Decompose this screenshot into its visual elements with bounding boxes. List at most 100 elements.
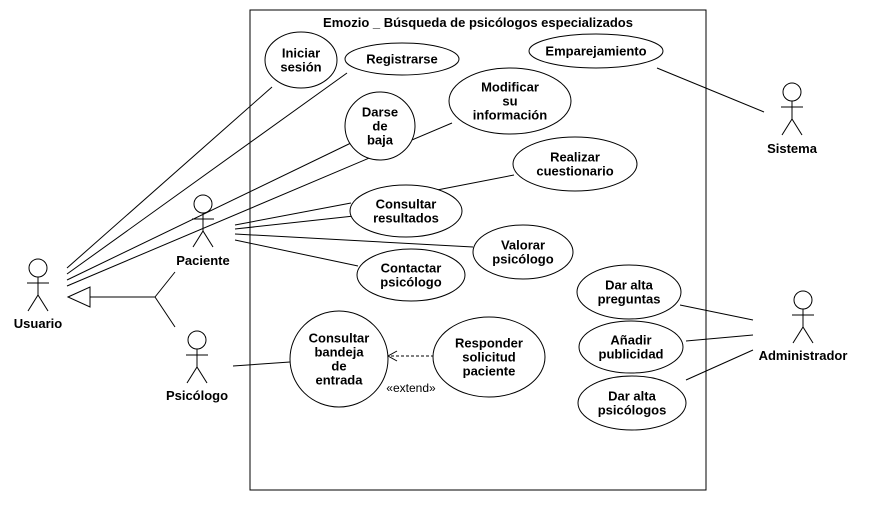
assoc-paciente-contactar-psicologo <box>234 239 359 267</box>
assoc-sistema-emparejamiento <box>656 67 765 113</box>
actor-usuario: Usuario <box>14 258 62 331</box>
use-case-ellipse <box>578 320 684 374</box>
use-case-ellipse <box>577 375 687 431</box>
use-case-ellipse <box>289 310 389 408</box>
use-case-label: entrada <box>316 373 364 388</box>
use-case-ellipse <box>356 248 466 302</box>
use-case-label: psicólogos <box>598 403 667 418</box>
actor-leg-right <box>202 230 214 248</box>
actor-label: Sistema <box>767 141 818 156</box>
use-case-label: bandeja <box>314 345 364 360</box>
use-case-label: Dar alta <box>605 278 653 293</box>
use-case-label: solicitud <box>462 350 516 365</box>
assoc-usuario-darse-de-baja <box>66 141 354 281</box>
use-case-label: Consultar <box>376 197 437 212</box>
use-case-label: cuestionario <box>536 164 613 179</box>
assoc-admin-anadir-publicidad <box>685 334 754 342</box>
use-case-label: Darse <box>362 105 398 120</box>
assoc-usuario-iniciar-sesion <box>66 86 273 269</box>
use-case-label: preguntas <box>598 292 661 307</box>
actor-leg-right <box>791 118 803 136</box>
actor-label: Administrador <box>759 348 848 363</box>
actor-sistema: Sistema <box>767 82 818 156</box>
system-title: Emozio _ Búsqueda de psicólogos especial… <box>323 15 633 30</box>
actor-leg-left <box>192 230 204 248</box>
use-case-label: psicólogo <box>380 275 441 290</box>
use-case-label: Contactar <box>381 261 442 276</box>
use-case-label: Dar alta <box>608 389 656 404</box>
actor-head <box>187 330 207 350</box>
use-case-ellipse <box>344 91 416 161</box>
gen-psicologo-branch <box>154 296 176 328</box>
use-case-label: su <box>502 94 517 109</box>
use-case-ellipse <box>344 42 460 76</box>
use-case-ellipse <box>448 67 572 135</box>
assoc-admin-dar-alta-psicologos <box>685 349 754 381</box>
use-case-label: Emparejamiento <box>545 44 646 59</box>
use-case-label: publicidad <box>599 347 664 362</box>
assoc-usuario-registrarse <box>66 72 348 275</box>
link-consultar-resultados-realizar-cuestionario <box>436 174 515 191</box>
use-case-label: Realizar <box>550 150 600 165</box>
actor-label: Paciente <box>176 253 229 268</box>
use-case-ellipse <box>432 316 546 398</box>
actor-label: Psicólogo <box>166 388 228 403</box>
actor-leg-right <box>37 294 49 312</box>
actor-leg-left <box>781 118 793 136</box>
use-case-label: baja <box>367 133 394 148</box>
generalization-arrowhead <box>66 286 91 308</box>
actor-leg-left <box>186 366 198 384</box>
extend-dependency: «extend» <box>386 350 436 395</box>
assoc-paciente-consultar-resultados-a <box>234 202 352 226</box>
generalization <box>66 271 176 328</box>
use-case-label: Valorar <box>501 238 545 253</box>
use-case-label: Modificar <box>481 80 539 95</box>
use-case-ellipse <box>576 264 682 320</box>
use-case-ellipse <box>528 33 664 69</box>
actor-paciente: Paciente <box>176 194 230 268</box>
use-case-label: de <box>331 359 346 374</box>
use-case-label: Iniciar <box>282 46 320 61</box>
use-case-ellipse <box>349 184 463 238</box>
use-case-label: psicólogo <box>492 252 553 267</box>
actor-leg-right <box>196 366 208 384</box>
assoc-paciente-consultar-resultados-b <box>234 215 355 230</box>
actor-psicologo: Psicólogo <box>166 330 228 403</box>
gen-paciente-branch <box>154 271 176 298</box>
use-case-emparejamiento: Emparejamiento <box>528 33 664 69</box>
use-case-label: Registrarse <box>366 52 438 67</box>
use-case-label: resultados <box>373 211 439 226</box>
actor-label: Usuario <box>14 316 62 331</box>
use-case-label: de <box>372 119 387 134</box>
use-case-label: información <box>473 108 547 123</box>
use-case-registrarse: Registrarse <box>344 42 460 76</box>
actor-head <box>793 290 813 310</box>
actor-administrador: Administrador <box>759 290 848 363</box>
use-case-label: sesión <box>280 60 321 75</box>
associations <box>66 67 765 381</box>
actor-head <box>782 82 802 102</box>
actor-leg-left <box>792 326 804 344</box>
use-case-ellipse <box>512 136 638 192</box>
use-case-label: Consultar <box>309 331 370 346</box>
use-case-ellipse <box>264 31 338 89</box>
actor-head <box>28 258 48 278</box>
use-case-label: Responder <box>455 336 523 351</box>
assoc-admin-dar-alta-preguntas <box>679 304 754 321</box>
use-case-label: paciente <box>463 364 516 379</box>
